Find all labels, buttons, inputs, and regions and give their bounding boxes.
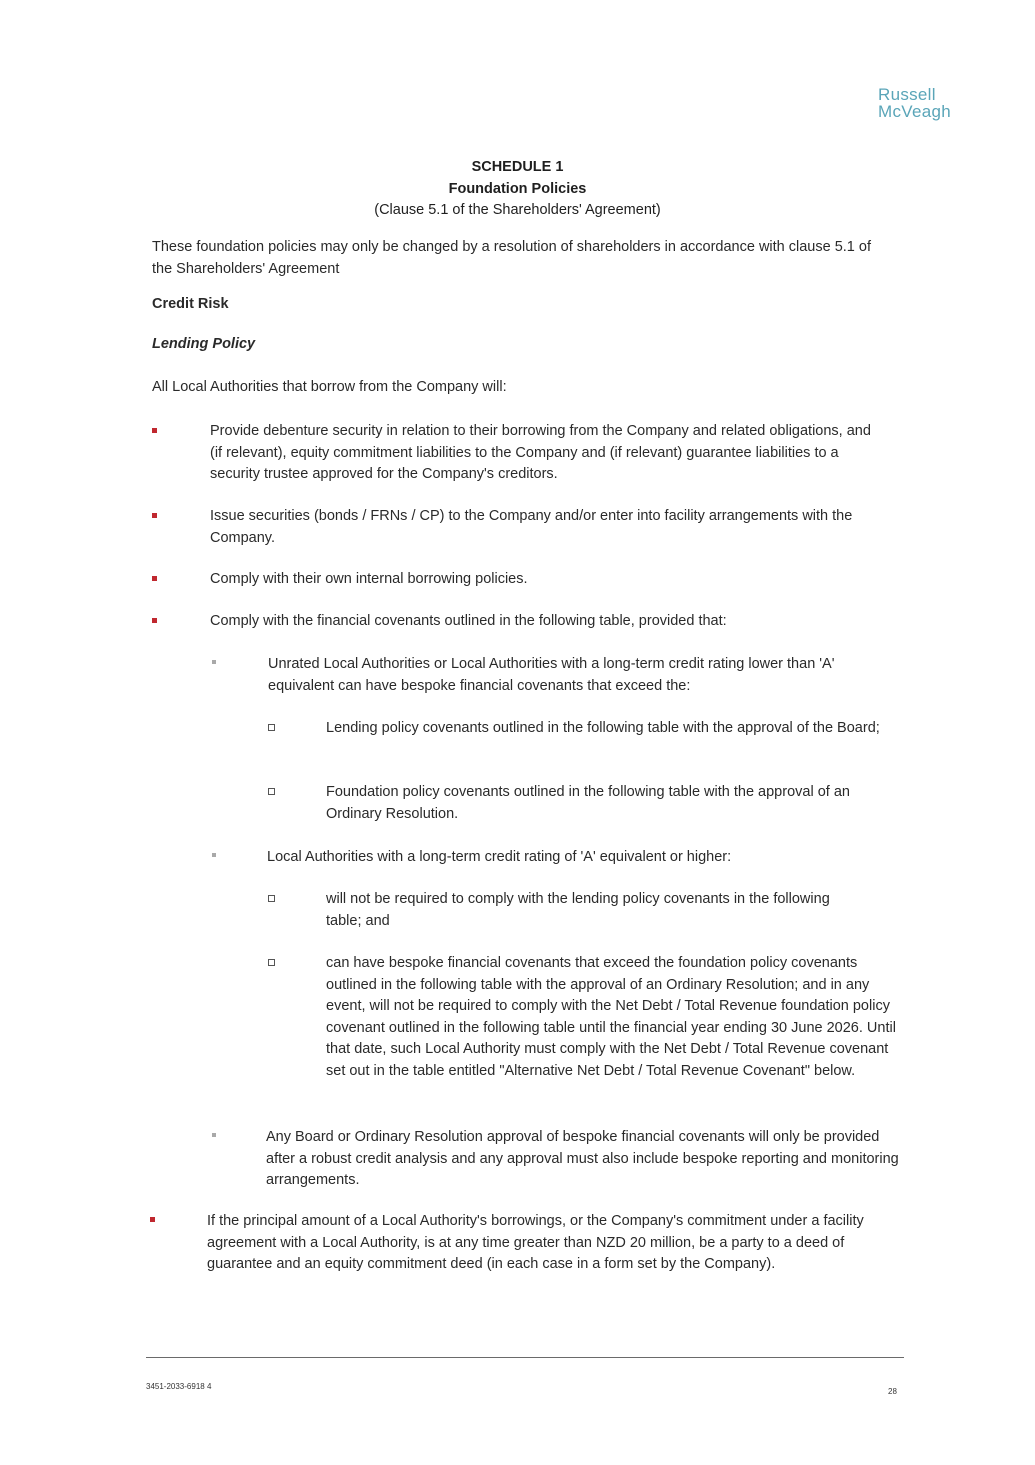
schedule-title: SCHEDULE 1 — [471, 159, 564, 175]
intro-paragraph: These foundation policies may only be ch… — [152, 239, 871, 277]
sub-list-item: Any Board or Ordinary Resolution approva… — [266, 1129, 899, 1188]
lead-in-text: All Local Authorities that borrow from t… — [152, 379, 507, 395]
sub-bullet-marker — [212, 660, 216, 664]
firm-logo: Russell McVeagh — [878, 86, 988, 120]
bullet-marker — [152, 576, 157, 581]
schedule-clause-ref: (Clause 5.1 of the Shareholders' Agreeme… — [374, 202, 661, 218]
logo-line-2: McVeagh — [878, 102, 951, 121]
list-item: Provide debenture security in relation t… — [210, 423, 871, 482]
sub-sub-list-item: can have bespoke financial covenants tha… — [326, 955, 896, 1079]
list-item: Comply with the financial covenants outl… — [210, 613, 727, 629]
sub-sub-list-item: Foundation policy covenants outlined in … — [326, 784, 850, 822]
sub-sub-bullet-marker — [268, 895, 275, 902]
sub-bullet-marker — [212, 1133, 216, 1137]
list-item: If the principal amount of a Local Autho… — [207, 1213, 864, 1272]
logo-line-1: Russell — [878, 85, 936, 104]
bullet-marker — [150, 1217, 155, 1222]
sub-sub-bullet-marker — [268, 788, 275, 795]
sub-sub-bullet-marker — [268, 959, 275, 966]
bullet-marker — [152, 618, 157, 623]
sub-sub-bullet-marker — [268, 724, 275, 731]
schedule-subtitle: Foundation Policies — [448, 181, 587, 197]
footer-divider — [146, 1357, 904, 1358]
page-number: 28 — [888, 1387, 897, 1396]
section-heading: Credit Risk — [152, 296, 229, 312]
sub-list-item: Local Authorities with a long-term credi… — [267, 849, 732, 865]
sub-bullet-marker — [212, 853, 216, 857]
subsection-heading: Lending Policy — [152, 336, 256, 352]
bullet-marker — [152, 428, 157, 433]
list-item: Issue securities (bonds / FRNs / CP) to … — [210, 508, 853, 546]
list-item: Comply with their own internal borrowing… — [210, 571, 528, 587]
sub-sub-list-item: will not be required to comply with the … — [326, 891, 830, 929]
bullet-marker — [152, 513, 157, 518]
document-reference: 3451-2033-6918 4 — [146, 1382, 212, 1391]
sub-sub-list-item: Lending policy covenants outlined in the… — [326, 720, 880, 736]
sub-list-item: Unrated Local Authorities or Local Autho… — [268, 656, 835, 694]
